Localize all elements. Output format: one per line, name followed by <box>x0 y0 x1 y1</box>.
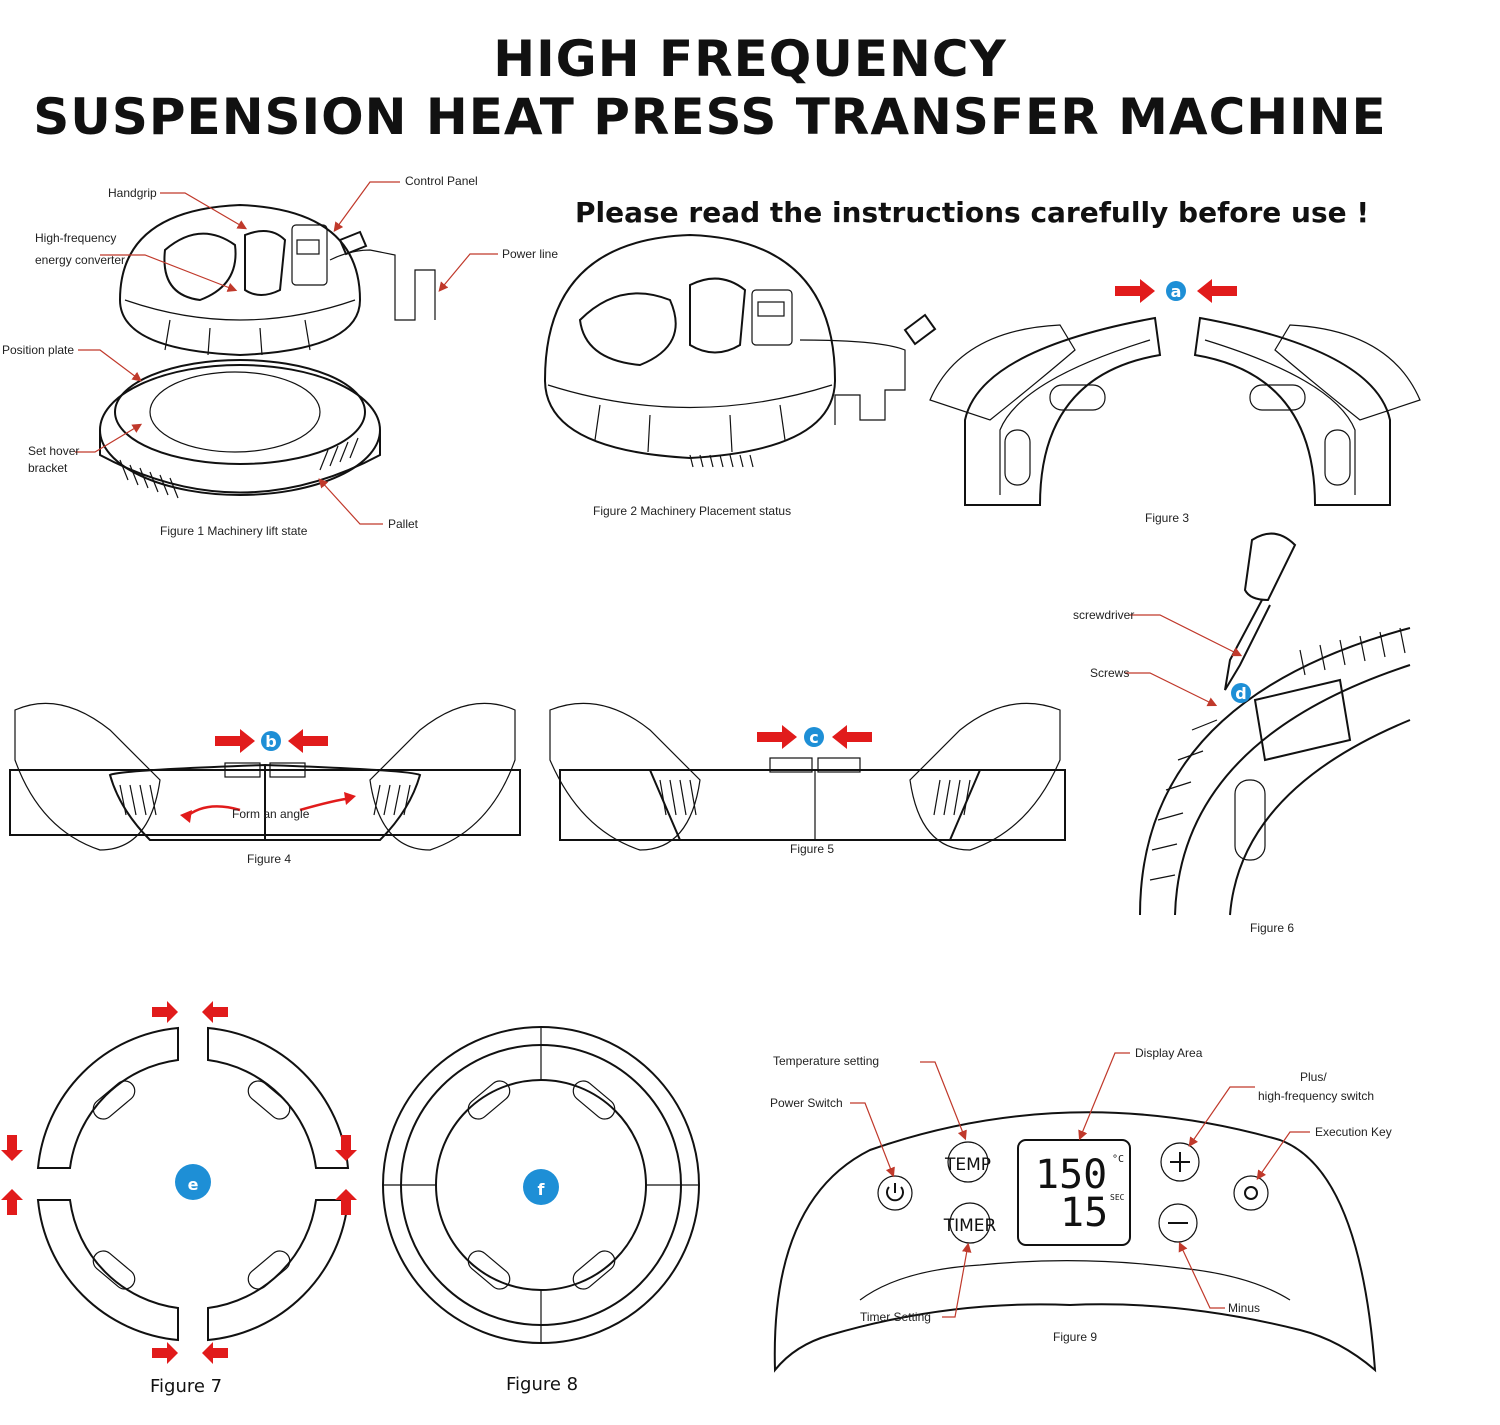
figure-6: screwdriver Screws d Figure 6 <box>1073 532 1411 935</box>
figure-5: c Figure 5 <box>549 702 1066 856</box>
label-converter-1: High-frequency <box>35 231 116 245</box>
badge-a: a <box>1171 282 1182 301</box>
label-screwdriver: screwdriver <box>1073 608 1134 622</box>
display-temp-unit: °C <box>1112 1154 1124 1165</box>
figure-5-caption: Figure 5 <box>790 842 834 856</box>
display-time: 15 <box>1060 1190 1108 1236</box>
figure-8: f Figure 8 <box>382 1026 700 1395</box>
plus-button[interactable] <box>1160 1142 1200 1182</box>
label-temperature-setting: Temperature setting <box>773 1054 879 1068</box>
figure-3-caption: Figure 3 <box>1145 511 1189 525</box>
temp-button-label: TEMP <box>944 1155 991 1175</box>
label-minus: Minus <box>1228 1301 1260 1315</box>
temp-button[interactable]: TEMP <box>944 1141 991 1183</box>
figure-7: e Figure 7 <box>1 1001 357 1397</box>
label-power-switch: Power Switch <box>770 1096 843 1110</box>
badge-f: f <box>538 1180 546 1199</box>
label-execution-key: Execution Key <box>1315 1125 1392 1139</box>
title-line-1: HIGH FREQUENCY <box>493 30 1007 88</box>
execution-button[interactable] <box>1233 1175 1269 1211</box>
timer-button-label: TIMER <box>943 1216 997 1236</box>
figure-1-caption: Figure 1 Machinery lift state <box>160 524 308 538</box>
label-handgrip: Handgrip <box>108 186 157 200</box>
label-hover-2: bracket <box>28 461 68 475</box>
figure-6-caption: Figure 6 <box>1250 921 1294 935</box>
instructions-notice: Please read the instructions carefully b… <box>575 196 1370 229</box>
badge-d: d <box>1235 684 1246 703</box>
label-converter-2: energy converter <box>35 253 125 267</box>
form-an-angle-label: Form an angle <box>232 807 310 821</box>
figure-8-caption: Figure 8 <box>506 1374 578 1395</box>
figure-3: a Figure 3 <box>929 279 1421 525</box>
badge-c: c <box>809 728 818 747</box>
label-pallet: Pallet <box>388 517 419 531</box>
badge-b: b <box>265 732 276 751</box>
label-screws: Screws <box>1090 666 1129 680</box>
figure-1: Handgrip Control Panel High-frequency en… <box>2 174 558 538</box>
timer-button[interactable]: TIMER <box>943 1202 997 1244</box>
display-time-unit: SEC <box>1110 1193 1125 1202</box>
label-control-panel: Control Panel <box>405 174 478 188</box>
label-position-plate: Position plate <box>2 343 74 357</box>
minus-button[interactable] <box>1158 1203 1198 1243</box>
label-display-area: Display Area <box>1135 1046 1203 1060</box>
badge-e: e <box>188 1175 199 1194</box>
label-hover-1: Set hover <box>28 444 79 458</box>
figure-4: Form an angle b Figure 4 <box>9 702 521 866</box>
figure-9-control-panel: 150 °C 15 SEC TEMP TIMER <box>770 1046 1392 1373</box>
label-plus-2: high-frequency switch <box>1258 1089 1374 1103</box>
power-button[interactable] <box>877 1175 913 1211</box>
label-plus-1: Plus/ <box>1300 1070 1327 1084</box>
figure-2-caption: Figure 2 Machinery Placement status <box>593 504 791 518</box>
figure-2: Figure 2 Machinery Placement status <box>543 233 937 518</box>
label-power-line: Power line <box>502 247 558 261</box>
figure-7-caption: Figure 7 <box>150 1376 222 1397</box>
label-timer-setting: Timer Setting <box>860 1310 931 1324</box>
display-temperature: 150 <box>1035 1152 1107 1198</box>
title-line-2: SUSPENSION HEAT PRESS TRANSFER MACHINE <box>33 88 1387 146</box>
figure-9-caption: Figure 9 <box>1053 1330 1097 1344</box>
figure-4-caption: Figure 4 <box>247 852 291 866</box>
